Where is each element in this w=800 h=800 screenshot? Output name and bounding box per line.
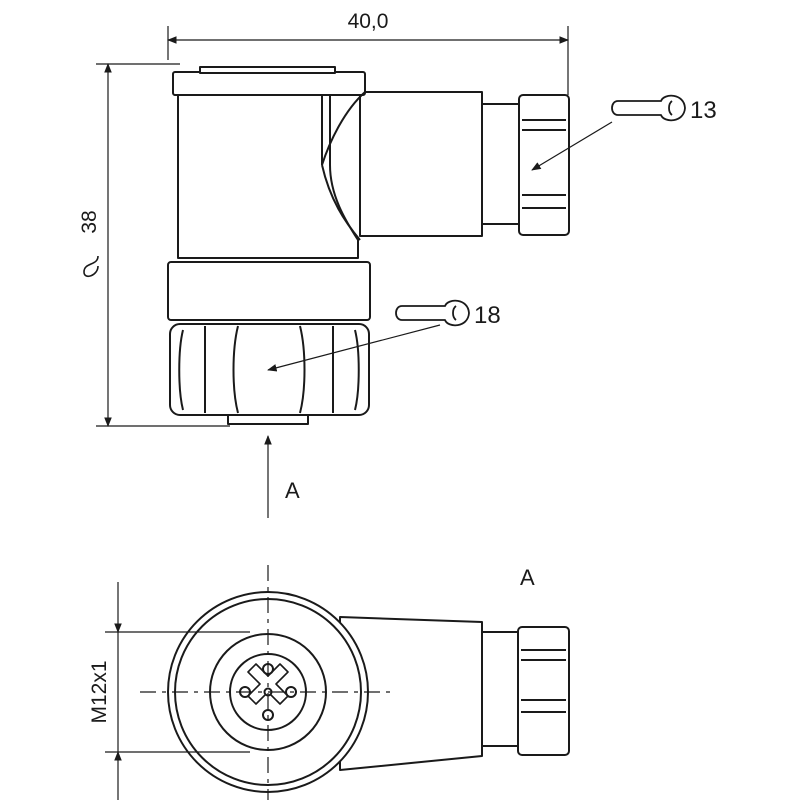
thread-dimension-label: M12x1 <box>88 660 111 723</box>
view-arrow-label: A <box>285 478 300 503</box>
height-dimension: 38 <box>78 63 230 427</box>
knurled-ring <box>167 261 371 321</box>
wrench-size-13: 13 <box>690 97 717 124</box>
cable-nut-front <box>517 626 570 756</box>
width-dimension: 40,0 <box>167 10 569 95</box>
cable-nut <box>518 94 570 236</box>
open-wrench-icon <box>611 94 686 122</box>
view-a-label: A <box>520 565 535 590</box>
cable-outlet <box>359 91 521 237</box>
wrench-size-18: 18 <box>474 302 501 329</box>
open-wrench-icon <box>395 299 470 327</box>
wrench-callout-13: 13 <box>531 94 717 171</box>
approx-symbol <box>83 255 99 278</box>
width-dimension-label: 40,0 <box>348 10 389 33</box>
wrench-callout-18: 18 <box>267 299 501 372</box>
front-view-a: A <box>88 565 570 800</box>
view-arrow-a: A <box>264 435 300 518</box>
connector-housing <box>172 66 366 259</box>
side-view: 40,0 38 <box>78 10 717 518</box>
coupling-nut <box>169 323 370 425</box>
height-dimension-label: 38 <box>78 210 101 233</box>
thread-dimension: M12x1 <box>88 582 250 800</box>
